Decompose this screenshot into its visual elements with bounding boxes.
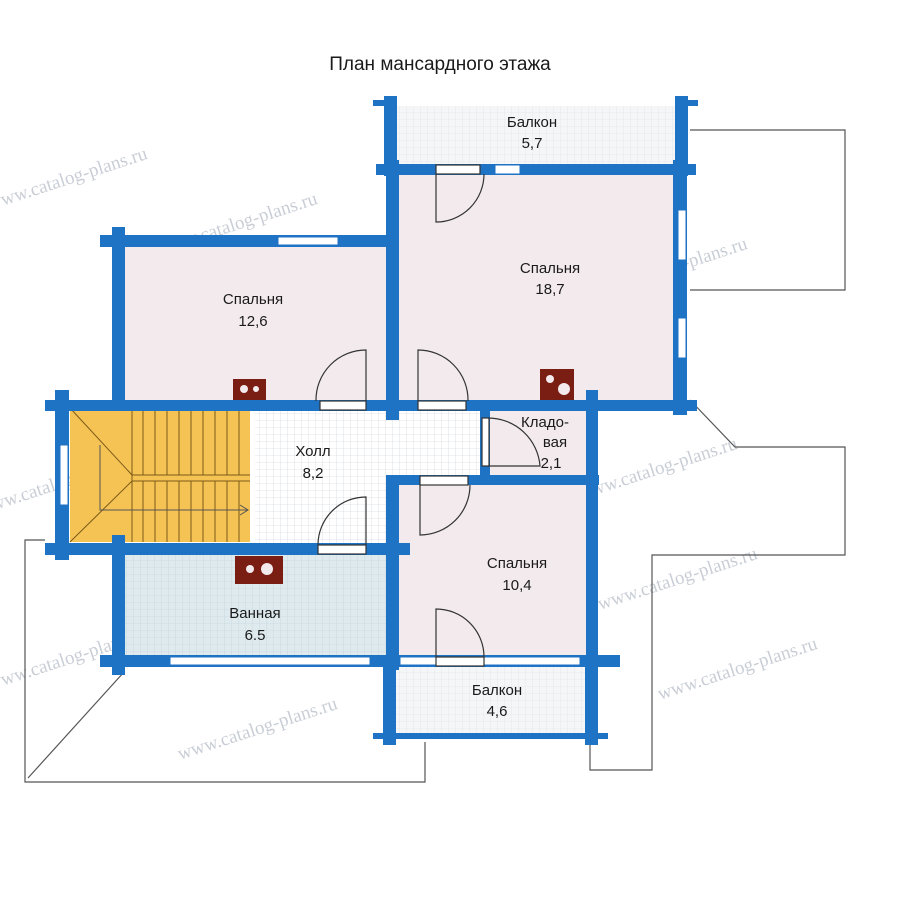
stove-icon <box>540 369 574 400</box>
room-area-storage: 2,1 <box>541 455 562 472</box>
room-name-balcony-bottom: Балкон <box>472 682 522 699</box>
room-name-storage-line2: вая <box>543 434 567 451</box>
watermark-text: www.catalog-plans.ru <box>0 143 150 215</box>
room-area-balcony-bottom: 4,6 <box>487 703 508 720</box>
watermark-text: www.catalog-plans.ru <box>595 543 760 615</box>
room-name-bedroom-small: Спальня <box>487 555 547 572</box>
watermark-text: www.catalog-plans.ru <box>655 633 820 705</box>
stove-icon <box>235 556 283 584</box>
staircase <box>69 407 250 543</box>
room-name-balcony-top: Балкон <box>507 114 557 131</box>
room-name-hall: Холл <box>295 443 330 460</box>
stoves <box>233 369 574 584</box>
watermark-text: www.catalog-plans.ru <box>175 693 340 765</box>
doors <box>315 164 541 667</box>
room-area-bathroom: 6.5 <box>245 627 266 644</box>
stove-icon <box>233 379 266 400</box>
room-name-bedroom-large: Спальня <box>520 260 580 277</box>
room-area-bedroom-large: 18,7 <box>535 281 564 298</box>
room-area-bedroom-small: 10,4 <box>502 577 531 594</box>
room-name-storage-line1: Кладо- <box>521 414 569 431</box>
room-area-bedroom-left: 12,6 <box>238 313 267 330</box>
room-labels: Балкон 5,7 Спальня 18,7 Спальня 12,6 Хол… <box>223 114 580 720</box>
room-name-bathroom: Ванная <box>229 605 280 622</box>
windows <box>59 164 687 666</box>
room-area-hall: 8,2 <box>303 465 324 482</box>
room-name-bedroom-left: Спальня <box>223 291 283 308</box>
room-area-balcony-top: 5,7 <box>522 135 543 152</box>
plan-title: План мансардного этажа <box>329 54 551 75</box>
watermark-text: www.catalog-plans.ru <box>575 433 740 505</box>
roof-outline <box>24 129 846 783</box>
